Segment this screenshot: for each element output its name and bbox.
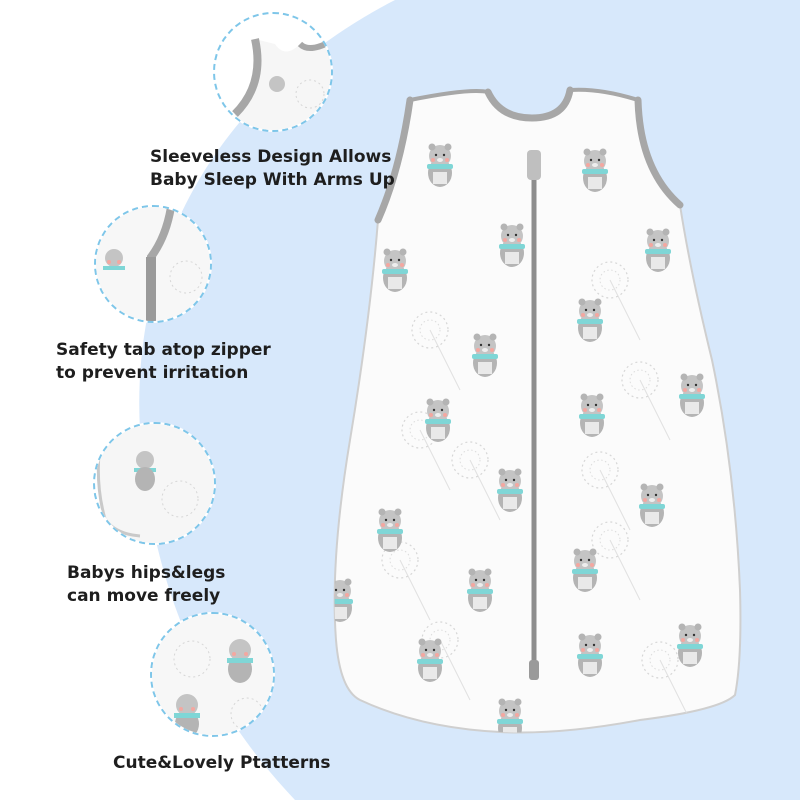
caption-safety-tab: Safety tab atop zipper to prevent irrita…: [56, 339, 271, 385]
pattern-detail-icon: [150, 612, 275, 737]
sleeve-detail-icon: [213, 12, 333, 132]
caption-line: Sleeveless Design Allows: [150, 147, 392, 167]
caption-line: can move freely: [67, 586, 221, 606]
caption-line: Baby Sleep With Arms Up: [150, 170, 395, 190]
caption-patterns: Cute&Lovely Ptatterns: [113, 752, 330, 775]
caption-line: Babys hips&legs: [67, 563, 226, 583]
caption-sleeveless: Sleeveless Design Allows Baby Sleep With…: [150, 146, 395, 192]
zipper-detail-icon: [94, 205, 212, 323]
hem-detail-icon: [93, 422, 216, 545]
caption-line: Safety tab atop zipper: [56, 340, 271, 360]
caption-hips-legs: Babys hips&legs can move freely: [67, 562, 225, 608]
caption-line: to prevent irritation: [56, 363, 249, 383]
caption-line: Cute&Lovely Ptatterns: [113, 753, 331, 773]
